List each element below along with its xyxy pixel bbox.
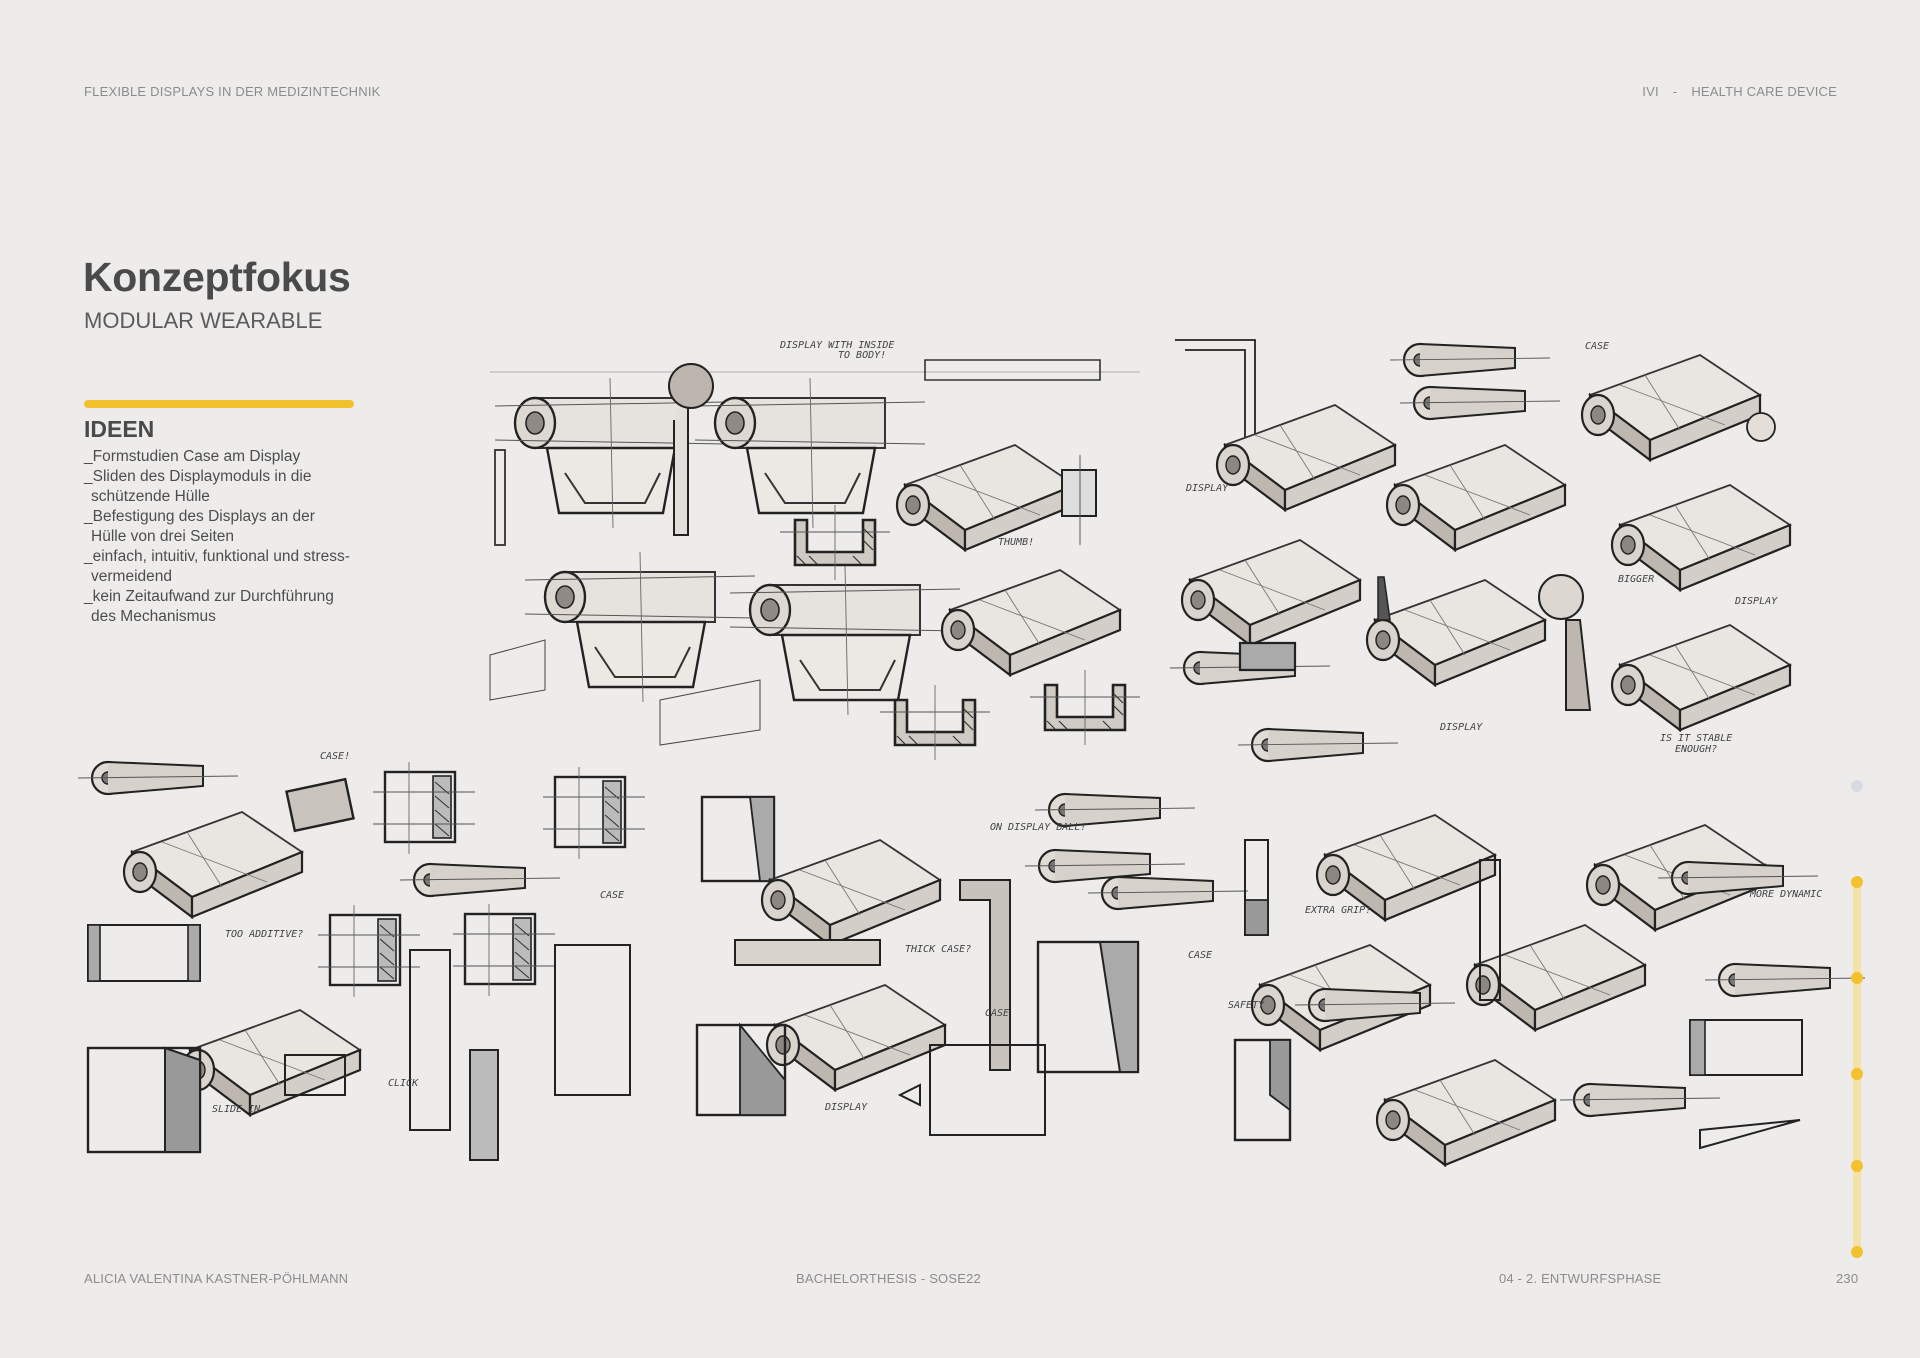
sketch-panel-3: CASE! TOO ADDITIVE? CASE SLIDE IN CLICK [76,751,647,1161]
progress-track [1853,882,1861,1252]
sketch-annotation: CASE [600,890,624,901]
accent-bar [84,400,354,408]
sketch-annotation: CASE [985,1008,1009,1019]
sketch-annotation: CLICK [388,1078,419,1089]
sketch-annotation: CASE! [320,751,350,762]
sketch-annotation: SAFETY [1228,1000,1265,1011]
progress-dot[interactable] [1851,972,1863,984]
sketch-annotation: SLIDE IN [212,1104,261,1115]
sketch-annotation: DISPLAY [824,1102,868,1113]
header-section-label: IVI-HEALTH CARE DEVICE [1642,84,1837,99]
sketch-annotation: IS IT STABLE [1660,733,1732,744]
header-chapter-name: HEALTH CARE DEVICE [1691,84,1837,99]
header-document-title: FLEXIBLE DISPLAYS IN DER MEDIZINTECHNIK [84,84,381,99]
page-subtitle: MODULAR WEARABLE [84,308,323,333]
sketch-annotation: MORE DYNAMIC [1749,889,1822,900]
section-heading: IDEEN [84,416,155,442]
sketch-annotation: DISPLAY WITH INSIDE [779,340,894,351]
progress-dot[interactable] [1851,1160,1863,1172]
page-number: 230 [1836,1271,1859,1286]
sketch-panel-2: CASE DISPLAY BIGGER DISPLAY DISPLAY IS I… [1168,339,1792,763]
footer-author: ALICIA VALENTINA KASTNER-PÖHLMANN [84,1271,349,1286]
sketch-panel-4: ON DISPLAY BALL! THICK CASE? CASE CASE D… [695,792,1250,1136]
footer-thesis: BACHELORTHESIS - SOSE22 [796,1271,981,1286]
sketch-annotation: TOO ADDITIVE? [225,929,303,940]
ideas-line: _kein Zeitaufwand zur Durchführung [84,588,334,605]
sketch-annotation: ENOUGH? [1675,744,1717,755]
sketch-annotation: DISPLAY [1734,596,1778,607]
ideas-line: Hülle von drei Seiten [91,528,235,545]
ideas-line: _einfach, intuitiv, funktional und stres… [84,548,350,565]
ideas-line: vermeidend [91,568,172,585]
ideas-line: _Formstudien Case am Display [84,448,301,465]
sketch-annotation: ON DISPLAY BALL! [990,822,1086,833]
ideas-line: _Sliden des Displaymoduls in die [84,468,312,485]
sketch-annotation: THUMB! [998,537,1034,548]
sketch-annotation: CASE [1585,341,1609,352]
ideas-line: _Befestigung des Displays an der [84,508,315,525]
ideas-line: schützende Hülle [91,488,210,505]
progress-dot[interactable] [1851,780,1863,792]
ideas-line: des Mechanismus [91,608,216,625]
sketch-panel-5: EXTRA GRIP! MORE DYNAMIC SAFETY [1228,813,1867,1167]
sketch-panel-1: DISPLAY WITH INSIDE TO BODY! THUMB! [489,340,1142,762]
progress-dot[interactable] [1851,1068,1863,1080]
sketch-annotation: DISPLAY [1185,483,1229,494]
page-title: Konzeptfokus [83,254,351,300]
sketch-annotation: CASE [1188,950,1212,961]
page-progress-nav [1848,780,1866,1260]
sketch-annotation: TO BODY! [838,350,886,361]
header-prefix: IVI [1642,84,1659,99]
sketch-annotation: EXTRA GRIP! [1305,905,1371,916]
header-separator: - [1672,84,1678,99]
sketch-annotation: BIGGER [1618,574,1654,585]
sketch-annotation: THICK CASE? [905,944,971,955]
ideas-list: _Formstudien Case am Display _Sliden des… [84,447,374,627]
sketch-annotation: DISPLAY [1439,722,1483,733]
footer-chapter: 04 - 2. ENTWURFSPHASE [1499,1271,1662,1286]
progress-dot[interactable] [1851,1246,1863,1258]
progress-dot[interactable] [1851,876,1863,888]
